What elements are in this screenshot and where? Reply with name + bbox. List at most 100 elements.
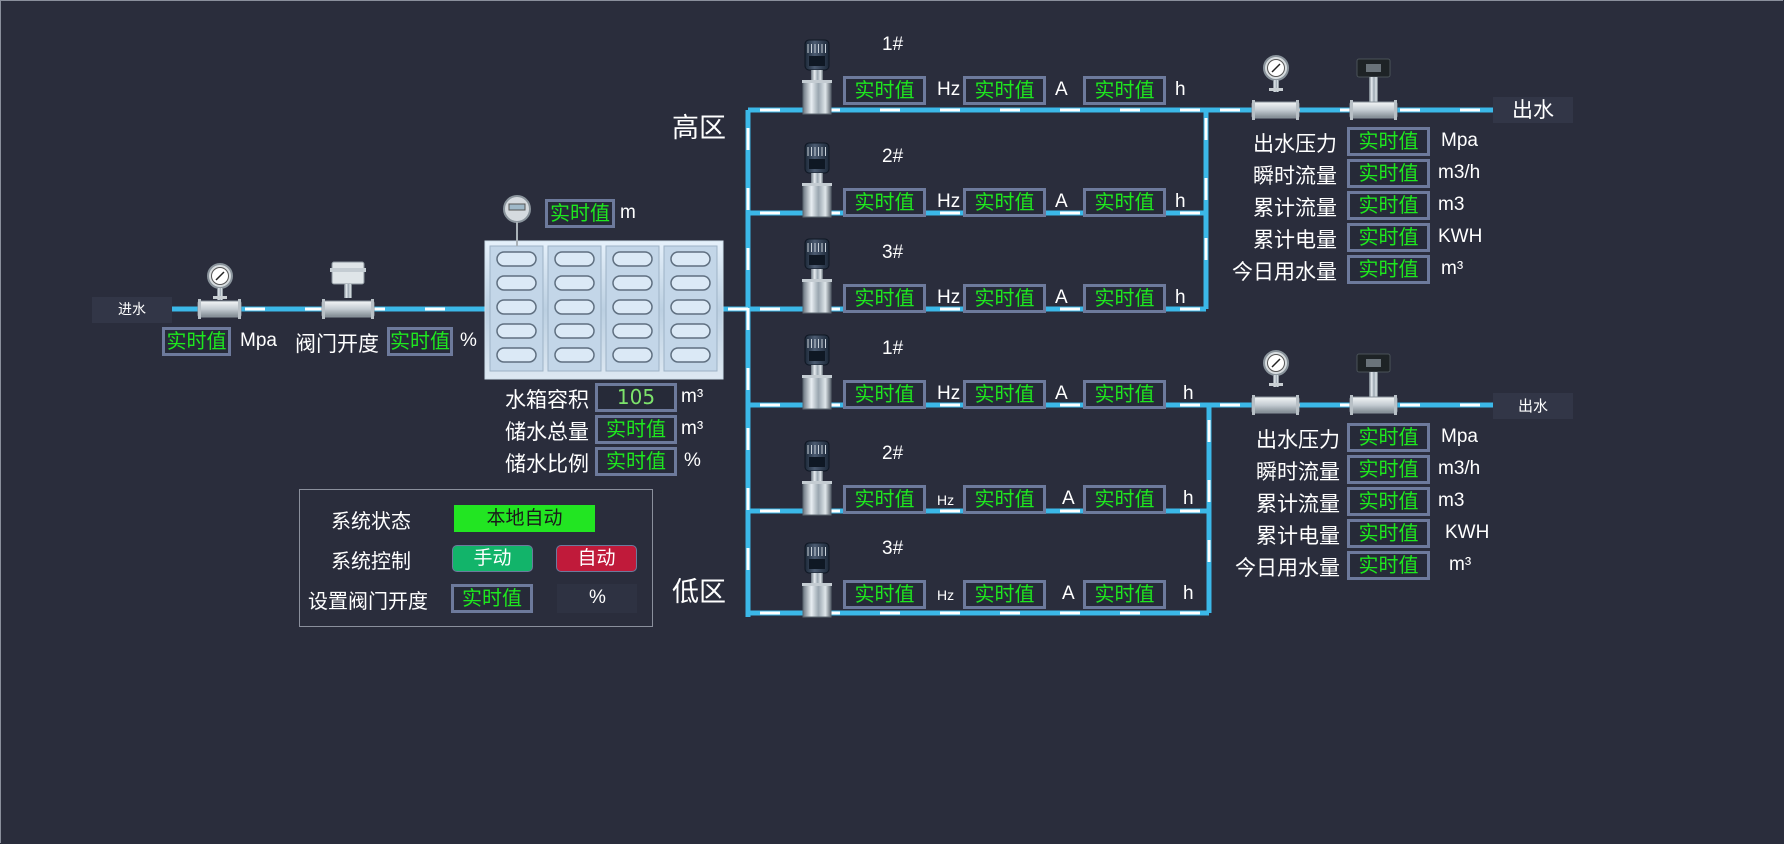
tank-panel-rib (554, 347, 595, 363)
pump-current-unit: A (1055, 191, 1068, 212)
outlet-label-high: 出水 (1493, 97, 1573, 123)
tank-panel-rib (670, 323, 711, 339)
tank-ratio-value: 实时值 (595, 447, 677, 476)
pump-current-unit: A (1062, 488, 1075, 509)
tank-capacity-value: 105 (595, 383, 677, 412)
manual-button[interactable]: 手动 (452, 545, 533, 572)
outlet-metric-unit: Mpa (1441, 426, 1478, 447)
pump-current-value: 实时值 (963, 76, 1046, 105)
pump-number-high-3: 3# (882, 242, 904, 263)
pump-frequency-unit: Hz (937, 287, 961, 308)
tank-panel-rib (612, 299, 653, 315)
pump-number-low-2: 2# (882, 443, 904, 464)
outlet-flowmeter-body-high (1349, 100, 1398, 120)
pump-icon-high-3 (802, 238, 832, 314)
water-tank (484, 240, 724, 380)
tank-panel-rib (612, 275, 653, 291)
outlet-metric-value: 实时值 (1347, 191, 1430, 220)
valve-set-input[interactable]: 实时值 (451, 584, 533, 613)
pump-number-low-1: 1# (882, 338, 904, 359)
outlet-metric-value: 实时值 (1347, 551, 1430, 580)
pump-runtime-value: 实时值 (1083, 485, 1166, 514)
tank-panel-rib (670, 275, 711, 291)
tank-panel-rib (496, 275, 537, 291)
outlet-metric-label: 累计流量 (1256, 492, 1340, 516)
pump-runtime-unit: h (1183, 383, 1194, 404)
inlet-pressure-tee (197, 299, 242, 319)
tank-ratio-unit: % (684, 450, 701, 471)
pump-icon-low-3 (802, 542, 832, 618)
outlet-flowmeter-icon-high (1356, 58, 1391, 103)
tank-ratio-label: 储水比例 (505, 452, 589, 476)
tank-storage-unit: m³ (681, 418, 704, 439)
outlet-flowmeter-body-low (1349, 395, 1398, 415)
inlet-pressure-value: 实时值 (162, 327, 231, 356)
pump-frequency-value: 实时值 (843, 580, 926, 609)
pump-frequency-value: 实时值 (843, 380, 926, 409)
tank-panel-rib (554, 251, 595, 267)
pump-number-high-1: 1# (882, 34, 904, 55)
outlet-flowmeter-icon-low (1356, 353, 1391, 398)
outlet-pressure-gauge-icon-high (1263, 55, 1289, 92)
pump-frequency-value: 实时值 (843, 76, 926, 105)
pump-current-value: 实时值 (963, 485, 1046, 514)
outlet-metric-label: 今日用水量 (1232, 260, 1337, 284)
outlet-metric-unit: Mpa (1441, 130, 1478, 151)
outlet-metric-label: 瞬时流量 (1253, 164, 1337, 188)
outlet-metric-value: 实时值 (1347, 455, 1430, 484)
auto-button[interactable]: 自动 (556, 545, 637, 572)
outlet-metric-value: 实时值 (1347, 223, 1430, 252)
outlet-pressure-tee-high (1251, 100, 1300, 120)
pump-number-low-3: 3# (882, 538, 904, 559)
pump-frequency-value: 实时值 (843, 188, 926, 217)
outlet-metric-value: 实时值 (1347, 159, 1430, 188)
system-status-badge: 本地自动 (454, 505, 595, 532)
pump-runtime-unit: h (1175, 79, 1186, 100)
inlet-pressure-unit: Mpa (240, 330, 277, 351)
tank-level-sensor-icon (503, 195, 531, 246)
outlet-metric-label: 瞬时流量 (1256, 460, 1340, 484)
pump-current-value: 实时值 (963, 284, 1046, 313)
inlet-valve-actuator-icon (330, 261, 366, 298)
pump-frequency-unit: Hz (937, 191, 961, 212)
outlet-metric-value: 实时值 (1347, 127, 1430, 156)
tank-panel-rib (554, 275, 595, 291)
pump-runtime-value: 实时值 (1083, 76, 1166, 105)
inlet-valve-body (321, 299, 375, 319)
outlet-metric-unit: m³ (1441, 258, 1464, 279)
outlet-metric-unit: m3/h (1438, 458, 1481, 479)
tank-panel-rib (496, 299, 537, 315)
pump-runtime-unit: h (1183, 488, 1194, 509)
inlet-valve-unit: % (460, 330, 477, 351)
pump-frequency-unit: Hz (937, 383, 961, 404)
pump-current-unit: A (1062, 583, 1075, 604)
valve-set-unit-box (557, 584, 637, 613)
tank-panel-rib (670, 299, 711, 315)
outlet-metric-label: 累计电量 (1253, 228, 1337, 252)
pump-current-unit: A (1055, 287, 1068, 308)
zone-label-high: 高区 (672, 113, 726, 144)
outlet-label-low: 出水 (1493, 393, 1573, 419)
tank-level-value: 实时值 (545, 199, 615, 228)
pump-icon-high-1 (802, 39, 832, 115)
outlet-metric-value: 实时值 (1347, 487, 1430, 516)
outlet-metric-unit: KWH (1445, 522, 1490, 543)
zone-label-low: 低区 (672, 577, 726, 608)
outlet-metric-unit: m³ (1449, 554, 1472, 575)
pump-current-value: 实时值 (963, 380, 1046, 409)
outlet-pressure-gauge-icon-low (1263, 350, 1289, 387)
pump-icon-low-1 (802, 334, 832, 410)
pump-frequency-value: 实时值 (843, 284, 926, 313)
pump-current-value: 实时值 (963, 580, 1046, 609)
pump-icon-high-2 (802, 142, 832, 218)
tank-capacity-unit: m³ (681, 386, 704, 407)
tank-panel-rib (670, 347, 711, 363)
tank-panel-rib (496, 323, 537, 339)
pump-frequency-unit: Hz (937, 492, 955, 508)
pump-runtime-value: 实时值 (1083, 580, 1166, 609)
outlet-metric-label: 累计电量 (1256, 524, 1340, 548)
tank-capacity-label: 水箱容积 (505, 388, 589, 412)
inlet-valve-value: 实时值 (387, 327, 453, 356)
control-panel (299, 489, 653, 627)
